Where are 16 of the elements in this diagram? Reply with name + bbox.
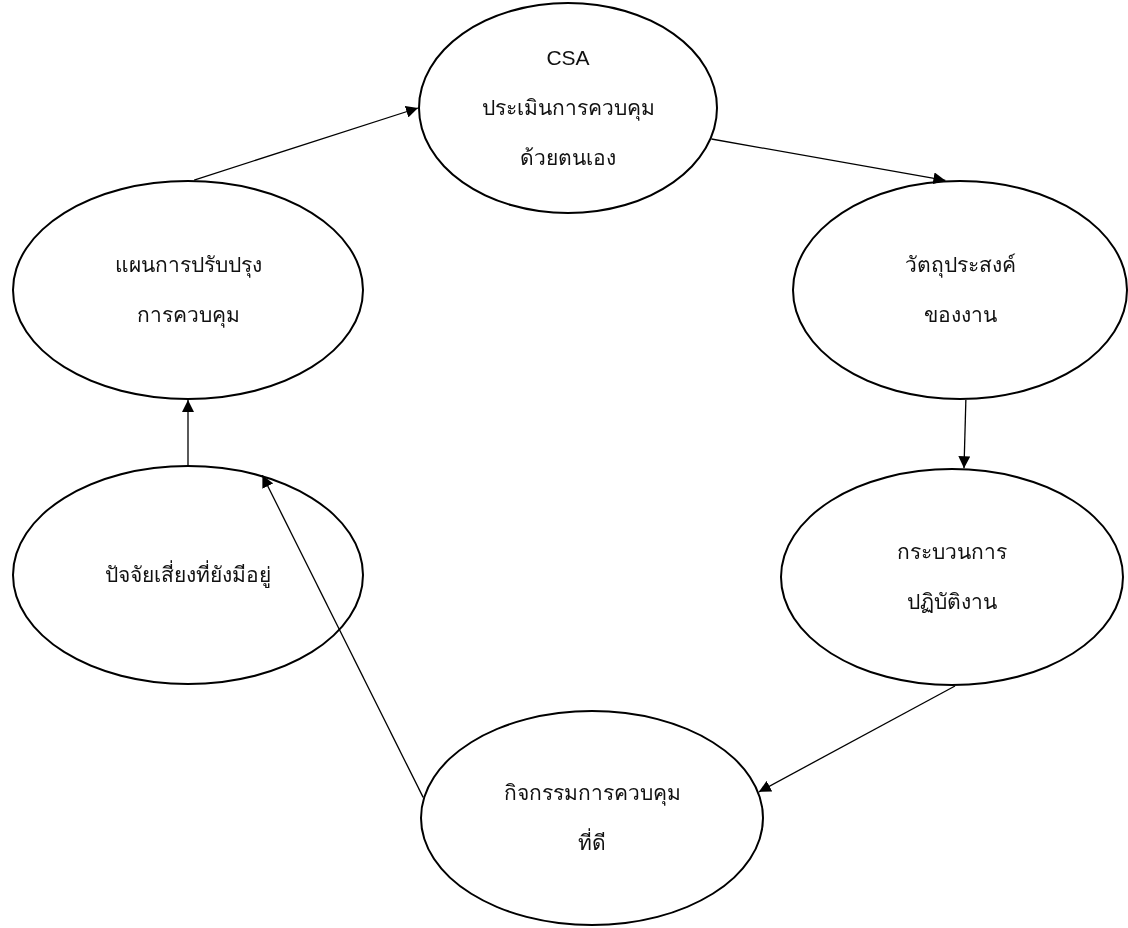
process-ellipse (12, 465, 364, 685)
node-label: CSA ประเมินการควบคุม ด้วยตนเอง (481, 45, 655, 171)
node-label: กิจกรรมการควบคุม ที่ดี (503, 780, 681, 856)
node-label: ปัจจัยเสี่ยงที่ยังมีอยู่ (105, 550, 271, 600)
process-ellipse (420, 710, 764, 926)
process-ellipse (792, 180, 1128, 400)
arrow (958, 399, 971, 469)
node-label: วัตถุประสงค์ ของงาน (904, 252, 1016, 328)
node-label: กระบวนการ ปฏิบัติงาน (897, 539, 1007, 615)
arrow (182, 399, 194, 466)
process-ellipse (780, 468, 1124, 686)
process-ellipse (418, 2, 718, 214)
node-label: แผนการปรับปรุง การควบคุม (114, 252, 262, 330)
arrow (193, 105, 419, 181)
arrow (758, 685, 956, 793)
process-ellipse (12, 180, 364, 400)
